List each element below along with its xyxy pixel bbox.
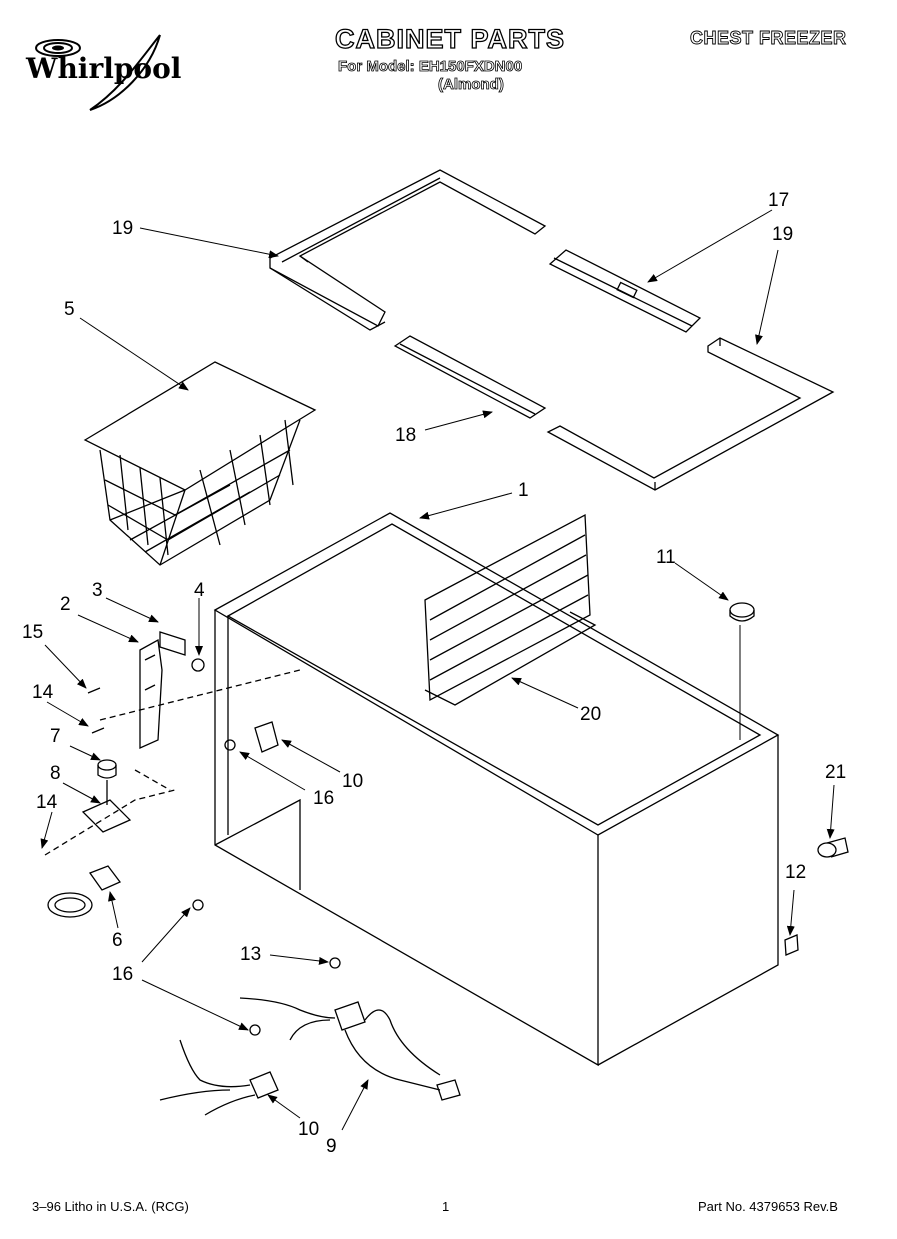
model-line: For Model: EH150FXDN00 [338, 58, 523, 76]
leader-lines [40, 209, 835, 1131]
button-part-11 [729, 602, 755, 740]
callout-labels: 19 17 19 5 18 1 11 3 4 2 15 14 20 7 10 8… [22, 190, 846, 1157]
brand-wordmark: Whirlpool [26, 52, 182, 85]
callout-label: 14 [36, 792, 58, 813]
callout-label: 19 [772, 224, 793, 245]
whirlpool-swirl-icon [35, 34, 161, 111]
callout-label: 14 [32, 682, 54, 703]
callout-label: 9 [326, 1136, 337, 1157]
whirlpool-logo: Whirlpool [20, 30, 190, 120]
footer-litho: 3–96 Litho in U.S.A. (RCG) [32, 1199, 189, 1214]
callout-label: 10 [298, 1119, 319, 1140]
callout-label: 13 [240, 944, 261, 965]
color-line: (Almond) [438, 76, 505, 94]
breaker-strip-right-part [546, 337, 835, 491]
footer-page-number: 1 [442, 1199, 450, 1214]
callout-label: 6 [112, 930, 123, 951]
thermostat-assembly [44, 759, 176, 918]
hinge-assembly [87, 631, 301, 750]
callout-label: 21 [825, 762, 846, 783]
label-part-12 [784, 934, 799, 956]
callout-label: 8 [50, 763, 61, 784]
callout-label: 4 [194, 580, 205, 601]
callout-label: 16 [313, 788, 334, 809]
callout-label: 16 [112, 964, 133, 985]
plug-part-21 [817, 837, 849, 858]
divider-part-20 [424, 513, 597, 706]
callout-label: 10 [342, 771, 363, 792]
breaker-strip-left-part [269, 169, 547, 331]
strip-part-18 [393, 335, 547, 419]
callout-label: 20 [580, 704, 601, 725]
callout-label: 11 [656, 547, 676, 568]
callout-label: 15 [22, 622, 43, 643]
callout-label: 3 [92, 580, 103, 601]
bracket-part-10-upper [224, 721, 279, 753]
callout-label: 1 [518, 480, 529, 501]
callout-label: 12 [785, 862, 806, 883]
callout-label: 2 [60, 594, 71, 615]
callout-label: 18 [395, 425, 416, 446]
callout-label: 17 [768, 190, 789, 211]
callout-label: 19 [112, 218, 133, 239]
cabinet-part-1 [213, 512, 780, 1067]
center-strip-part-17 [548, 249, 702, 333]
page-title: CABINET PARTS [334, 23, 565, 54]
callout-label: 7 [50, 726, 61, 747]
wire-basket-part-5 [83, 361, 317, 566]
callout-label: 5 [64, 299, 75, 320]
wiring-harness-part-9 [159, 899, 461, 1116]
category-label: CHEST FREEZER [690, 28, 847, 49]
footer-part-number: Part No. 4379653 Rev.B [698, 1199, 838, 1214]
